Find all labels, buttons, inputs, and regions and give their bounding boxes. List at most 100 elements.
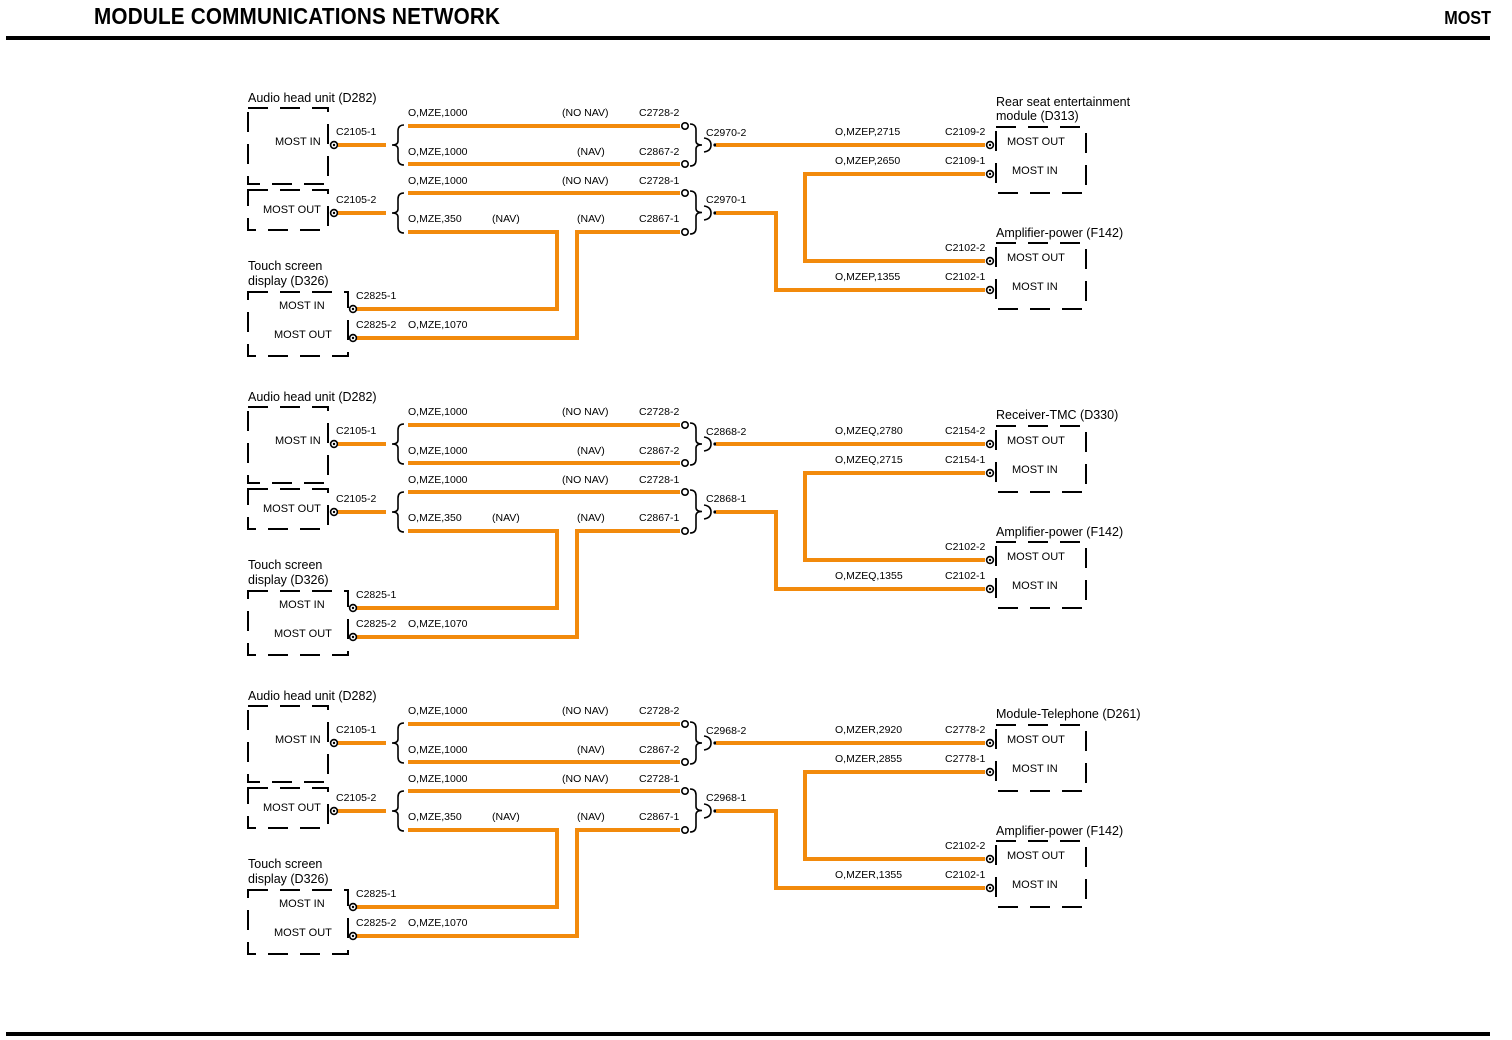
brace-splice-top	[689, 721, 703, 765]
amp-label: Amplifier-power (F142)	[996, 525, 1123, 539]
module-label-1: Receiver-TMC (D330)	[996, 408, 1118, 422]
amp-conn-in: C2102-1	[945, 869, 985, 881]
wire-mze1070-nav	[355, 828, 680, 938]
wire-label-1000-a: O,MZE,1000	[408, 406, 468, 418]
brace-head-out	[391, 192, 405, 234]
head-unit-box-upper	[247, 705, 329, 783]
brace-splice-bot	[689, 489, 703, 534]
page-tag: MOST	[1444, 8, 1491, 28]
splice-bot	[703, 803, 717, 819]
wire-label-1000-c: O,MZE,1000	[408, 175, 468, 187]
wire-mze1070-nav	[355, 230, 680, 340]
head-unit-box-lower	[247, 787, 329, 829]
pin-c2105-1	[329, 738, 339, 748]
pin-c2867-1	[680, 526, 689, 535]
wire-label-1070: O,MZE,1070	[408, 917, 468, 929]
conn-c2867-2: C2867-2	[639, 744, 679, 756]
head-unit-label: Audio head unit (D282)	[248, 689, 377, 703]
brace-splice-bot	[689, 190, 703, 235]
conn-c2867-2: C2867-2	[639, 146, 679, 158]
module-conn-out: C2778-2	[945, 724, 985, 736]
amp-label: Amplifier-power (F142)	[996, 824, 1123, 838]
pin-c2728-1	[680, 487, 689, 496]
wire-label-mod-out: O,MZEQ,2780	[835, 425, 903, 437]
conn-c2728-1: C2728-1	[639, 175, 679, 187]
conn-c2728-2: C2728-2	[639, 107, 679, 119]
option-nav-b: (NAV)	[492, 213, 520, 225]
module-most-out: MOST OUT	[1007, 136, 1065, 148]
module-box	[995, 724, 1087, 792]
option-nav-c: (NAV)	[577, 811, 605, 823]
splice-bot-label: C2968-1	[706, 792, 746, 804]
head-unit-most-out: MOST OUT	[263, 802, 321, 814]
pin-c2728-2	[680, 122, 689, 131]
pin-mod-in	[985, 767, 995, 777]
wire-label-350: O,MZE,350	[408, 213, 462, 225]
amp-most-out: MOST OUT	[1007, 551, 1065, 563]
amp-most-in: MOST IN	[1012, 879, 1058, 891]
module-box	[995, 425, 1087, 493]
conn-c2728-2: C2728-2	[639, 705, 679, 717]
wire-mze1070-nav	[355, 529, 680, 639]
pin-c2825-2	[348, 931, 358, 941]
conn-c2825-2: C2825-2	[356, 618, 396, 630]
wire-label-1000-c: O,MZE,1000	[408, 773, 468, 785]
amp-box	[995, 242, 1087, 310]
head-unit-most-in: MOST IN	[275, 136, 321, 148]
conn-c2105-1: C2105-1	[336, 126, 376, 138]
touch-screen-label-2: display (D326)	[248, 274, 329, 288]
wire-label-1000-b: O,MZE,1000	[408, 445, 468, 457]
wire-module-in-to-amp-out	[803, 770, 985, 861]
amp-most-in: MOST IN	[1012, 580, 1058, 592]
wire-label-amp-in: O,MZEP,1355	[835, 271, 900, 283]
pin-c2867-2	[680, 160, 689, 169]
wire-label-1000-c: O,MZE,1000	[408, 474, 468, 486]
touch-screen-label-2: display (D326)	[248, 872, 329, 886]
conn-c2825-2: C2825-2	[356, 319, 396, 331]
pin-c2867-2	[680, 458, 689, 467]
module-box	[995, 126, 1087, 194]
wire-label-350: O,MZE,350	[408, 512, 462, 524]
pin-c2105-1	[329, 140, 339, 150]
conn-c2105-2: C2105-2	[336, 792, 376, 804]
pin-amp-in	[985, 285, 995, 295]
brace-head-in	[391, 722, 405, 764]
brace-head-out	[391, 790, 405, 832]
wire-label-1000-a: O,MZE,1000	[408, 705, 468, 717]
option-nav-b: (NAV)	[492, 512, 520, 524]
wire-to-amp-in	[716, 510, 985, 591]
pin-c2728-2	[680, 719, 689, 728]
pin-amp-out	[985, 854, 995, 864]
amp-box	[995, 840, 1087, 908]
splice-top-label: C2968-2	[706, 725, 746, 737]
conn-c2728-1: C2728-1	[639, 773, 679, 785]
wire-label-1070: O,MZE,1070	[408, 319, 468, 331]
conn-c2105-1: C2105-1	[336, 425, 376, 437]
amp-label: Amplifier-power (F142)	[996, 226, 1123, 240]
wire-label-1000-a: O,MZE,1000	[408, 107, 468, 119]
head-unit-box-lower	[247, 488, 329, 530]
pin-mod-in	[985, 468, 995, 478]
pin-c2825-1	[348, 603, 358, 613]
pin-c2105-2	[329, 208, 339, 218]
brace-head-out	[391, 491, 405, 533]
head-unit-most-in: MOST IN	[275, 734, 321, 746]
conn-c2867-1: C2867-1	[639, 213, 679, 225]
wire-label-amp-in: O,MZER,1355	[835, 869, 902, 881]
module-most-in: MOST IN	[1012, 763, 1058, 775]
pin-amp-in	[985, 584, 995, 594]
pin-amp-out	[985, 256, 995, 266]
wire-label-mod-in: O,MZER,2855	[835, 753, 902, 765]
wire-label-mod-in: O,MZEQ,2715	[835, 454, 903, 466]
brace-splice-top	[689, 422, 703, 466]
amp-conn-in: C2102-1	[945, 271, 985, 283]
head-unit-box-upper	[247, 406, 329, 484]
module-label-2: module (D313)	[996, 109, 1079, 123]
brace-splice-bot	[689, 788, 703, 833]
conn-c2825-1: C2825-1	[356, 888, 396, 900]
wire-to-amp-in	[716, 809, 985, 890]
pin-c2728-1	[680, 189, 689, 198]
pin-c2825-1	[348, 902, 358, 912]
pin-mod-out	[985, 439, 995, 449]
